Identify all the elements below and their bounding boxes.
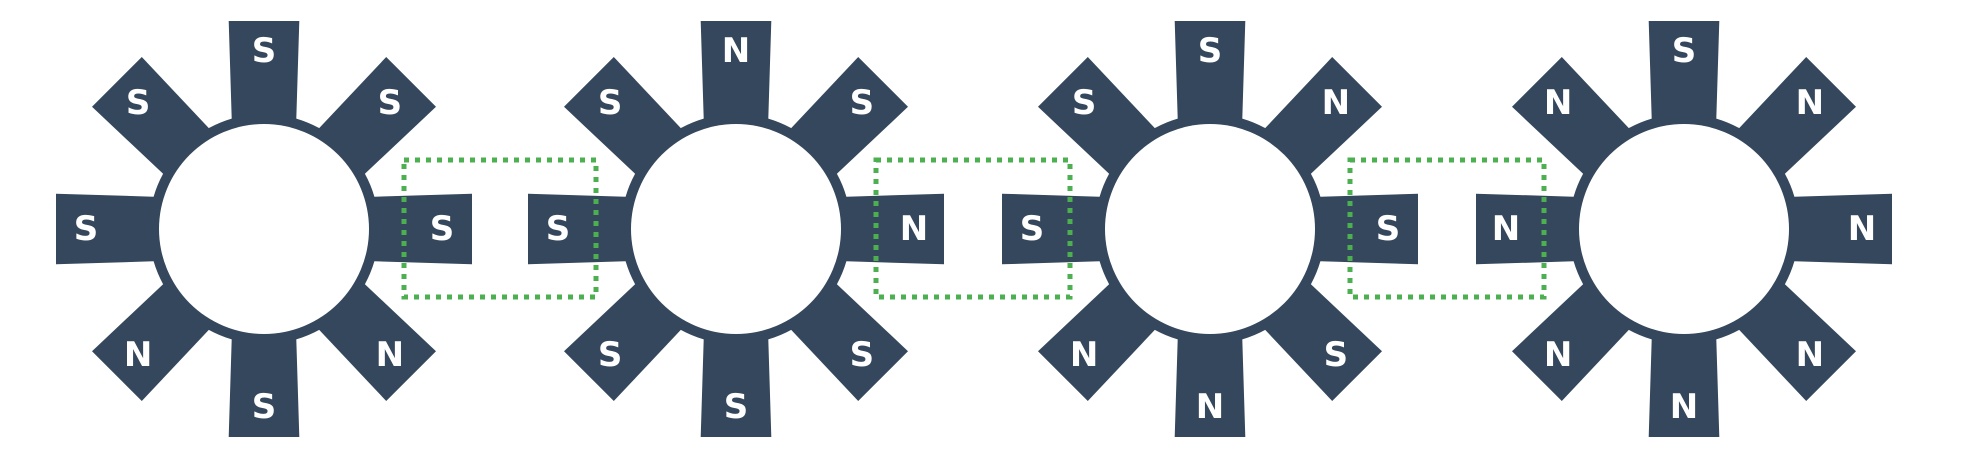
pole-label-left: N xyxy=(1492,209,1520,249)
pole-label-lower-left: N xyxy=(1544,335,1572,375)
gear-3: S S N N S S S N xyxy=(1002,21,1418,437)
gear-hole xyxy=(159,124,369,334)
pole-label-top: S xyxy=(1198,31,1223,71)
pole-label-upper-right: N xyxy=(1322,83,1350,123)
pole-label-upper-left: S xyxy=(126,83,151,123)
pole-label-bottom: S xyxy=(252,387,277,427)
pole-label-upper-left: S xyxy=(1072,83,1097,123)
pole-label-lower-left: N xyxy=(1070,335,1098,375)
pole-label-lower-right: S xyxy=(1324,335,1349,375)
pole-label-upper-right: N xyxy=(1796,83,1824,123)
pole-label-lower-right: N xyxy=(1796,335,1824,375)
pole-label-bottom: S xyxy=(724,387,749,427)
pole-label-top: S xyxy=(1672,31,1697,71)
pole-label-lower-left: N xyxy=(124,335,152,375)
pole-label-left: S xyxy=(74,209,99,249)
pole-label-upper-left: N xyxy=(1544,83,1572,123)
pole-label-top: N xyxy=(722,31,750,71)
gear-1: S N S N S S S S xyxy=(56,21,472,437)
pole-label-bottom: N xyxy=(1670,387,1698,427)
pole-label-lower-right: S xyxy=(850,335,875,375)
gears-layer: S N S N S S S S N S S S S S N S S S N N S S S N N N N N N N S N xyxy=(56,21,1892,437)
pole-label-bottom: N xyxy=(1196,387,1224,427)
pole-label-right: N xyxy=(1848,209,1876,249)
pole-label-lower-left: S xyxy=(598,335,623,375)
pole-label-right: S xyxy=(1376,209,1401,249)
gear-hole xyxy=(1105,124,1315,334)
gear-hole xyxy=(631,124,841,334)
pole-label-right: S xyxy=(430,209,455,249)
pole-label-upper-right: S xyxy=(378,83,403,123)
pole-label-upper-left: S xyxy=(598,83,623,123)
pole-label-top: S xyxy=(252,31,277,71)
gear-hole xyxy=(1579,124,1789,334)
pole-label-left: S xyxy=(1020,209,1045,249)
pole-label-right: N xyxy=(900,209,928,249)
gear-4: N N N N N N S N xyxy=(1476,21,1892,437)
pole-label-lower-right: N xyxy=(376,335,404,375)
pole-label-left: S xyxy=(546,209,571,249)
gear-2: N S S S S S N S xyxy=(528,21,944,437)
pole-label-upper-right: S xyxy=(850,83,875,123)
